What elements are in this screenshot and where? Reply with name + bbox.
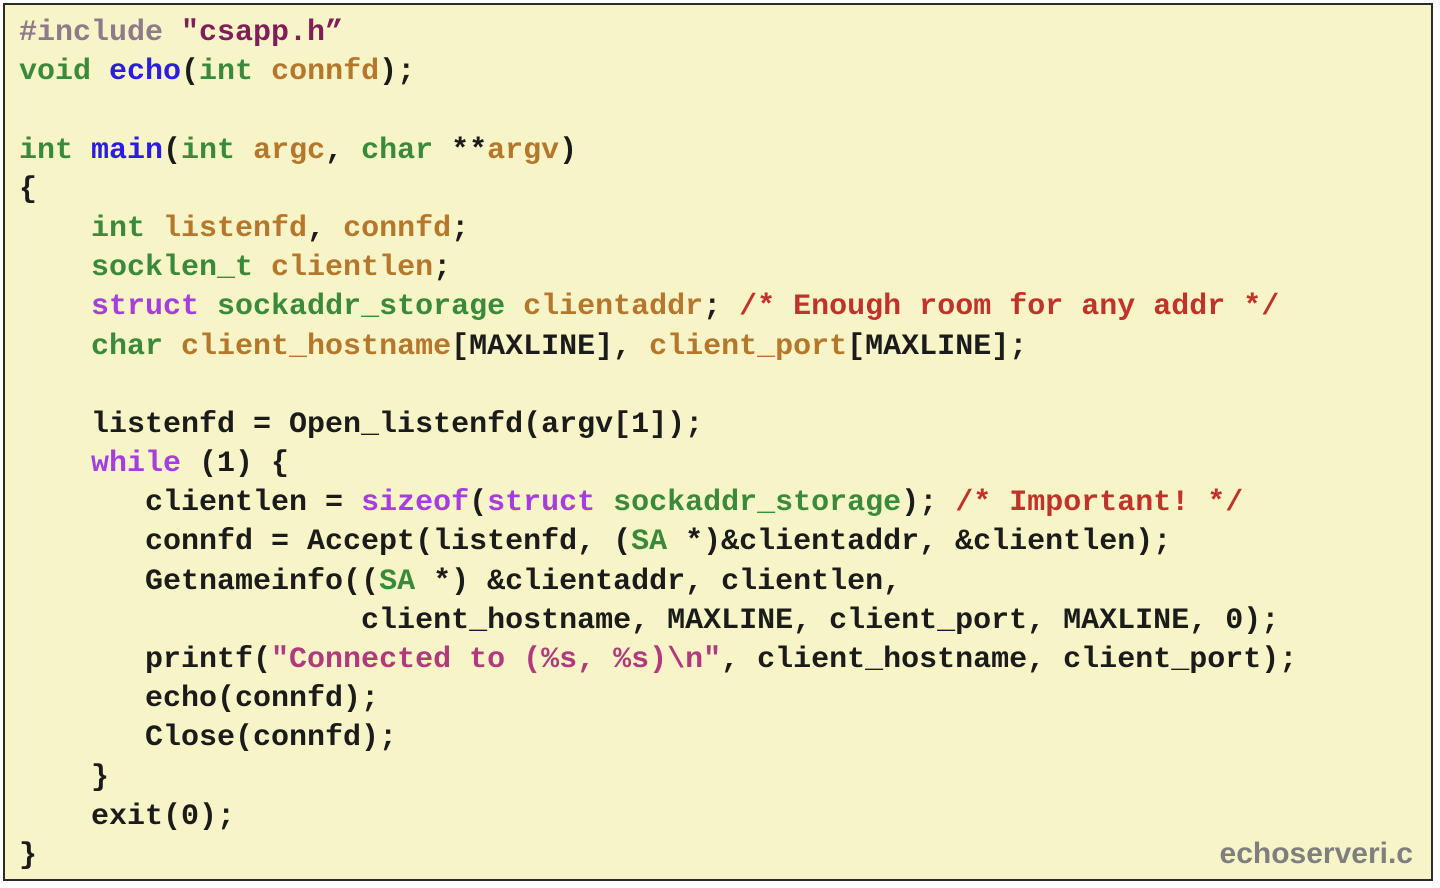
code-token: struct	[487, 486, 614, 521]
code-token: (	[469, 486, 488, 521]
code-token: (	[163, 133, 182, 168]
code-token: connfd	[343, 211, 452, 246]
code-line: char client_hostname[MAXLINE], client_po…	[19, 328, 1297, 367]
code-token: , client_hostname, client_port);	[721, 643, 1298, 677]
code-token: connfd = Accept(listenfd, (	[19, 525, 632, 560]
code-line: socklen_t clientlen;	[19, 249, 1297, 288]
code-token: clientaddr	[523, 290, 704, 325]
code-token: char	[91, 329, 182, 364]
code-token: "Connected to (%s, %s)\n"	[271, 643, 722, 677]
code-line: clientlen = sizeof(struct sockaddr_stora…	[19, 484, 1297, 523]
code-line: {	[19, 171, 1297, 210]
code-token: clientlen	[271, 251, 434, 286]
code-token: );	[379, 55, 416, 90]
code-line: connfd = Accept(listenfd, (SA *)&clienta…	[19, 523, 1297, 562]
code-token: ,	[307, 211, 344, 246]
code-token: argc	[253, 133, 326, 168]
code-token: client_hostname, MAXLINE, client_port, M…	[19, 603, 1280, 638]
code-token: char	[361, 133, 452, 168]
code-token: while	[91, 447, 200, 482]
code-line: printf("Connected to (%s, %s)\n", client…	[19, 641, 1297, 680]
code-token: int	[91, 211, 164, 246]
code-token: connfd	[271, 55, 380, 90]
code-line: Close(connfd);	[19, 719, 1297, 758]
code-line: echo(connfd);	[19, 680, 1297, 719]
code-token: listenfd = Open_listenfd(argv[1]);	[19, 407, 704, 442]
code-line: client_hostname, MAXLINE, client_port, M…	[19, 602, 1297, 641]
code-token: clientlen =	[19, 486, 362, 521]
code-token: argv	[487, 133, 560, 168]
code-token: int	[181, 133, 254, 168]
code-token: )	[559, 133, 578, 168]
code-token: sockaddr_storage	[613, 486, 902, 521]
code-line	[19, 92, 1297, 131]
code-line: listenfd = Open_listenfd(argv[1]);	[19, 406, 1297, 445]
code-token: int	[199, 55, 272, 90]
code-line: Getnameinfo((SA *) &clientaddr, clientle…	[19, 563, 1297, 602]
code-token: }	[19, 760, 110, 795]
code-token: [MAXLINE],	[451, 329, 650, 364]
code-token: #include	[19, 16, 182, 50]
code-token	[19, 212, 91, 246]
code-line: while (1) {	[19, 445, 1297, 484]
code-token: int	[19, 133, 92, 168]
code-token: [MAXLINE];	[847, 329, 1028, 364]
code-line: }	[19, 837, 1297, 876]
code-panel: #include "csapp.h”void echo(int connfd);…	[3, 3, 1433, 881]
code-token: sizeof	[361, 486, 470, 521]
code-token: SA	[631, 525, 668, 560]
code-line: int listenfd, connfd;	[19, 210, 1297, 249]
code-token	[19, 251, 91, 285]
code-block: #include "csapp.h”void echo(int connfd);…	[19, 14, 1297, 876]
code-token: /* Important! */	[955, 486, 1244, 521]
code-token: *) &clientaddr, clientlen,	[415, 564, 902, 599]
code-token	[19, 290, 91, 324]
file-label: echoserveri.c	[1219, 837, 1413, 870]
code-token: Getnameinfo((	[19, 564, 380, 599]
code-token: echo(connfd);	[19, 682, 380, 717]
code-token: main	[91, 133, 164, 168]
code-token: *)&clientaddr, &clientlen);	[667, 525, 1172, 560]
code-token: }	[19, 838, 38, 873]
code-token: socklen_t	[91, 251, 272, 286]
code-token: sockaddr_storage	[217, 290, 524, 325]
code-line	[19, 367, 1297, 406]
code-line: struct sockaddr_storage clientaddr; /* E…	[19, 288, 1297, 327]
code-line: #include "csapp.h”	[19, 14, 1297, 53]
code-token: ;	[703, 290, 740, 325]
code-token: client_hostname	[181, 329, 452, 364]
code-token: client_port	[649, 329, 848, 364]
code-line: exit(0);	[19, 798, 1297, 837]
code-token: struct	[91, 290, 218, 325]
code-line: }	[19, 759, 1297, 798]
code-token: printf(	[19, 643, 272, 677]
code-token: {	[19, 172, 38, 207]
code-token: ,	[325, 133, 362, 168]
code-token: void	[19, 55, 110, 90]
code-line: int main(int argc, char **argv)	[19, 132, 1297, 171]
code-token: exit(0);	[19, 799, 236, 834]
code-token: ;	[451, 211, 470, 246]
code-token: listenfd	[163, 211, 308, 246]
code-token: Close(connfd);	[19, 721, 398, 756]
code-token: **	[451, 133, 488, 168]
code-token	[19, 330, 91, 364]
code-token: SA	[379, 564, 416, 599]
code-line: void echo(int connfd);	[19, 53, 1297, 92]
code-token: (	[181, 55, 200, 90]
code-token: ;	[433, 251, 452, 286]
code-token: echo	[109, 55, 182, 90]
code-token: );	[901, 486, 956, 521]
code-token	[19, 447, 91, 481]
code-token: (1) {	[199, 447, 290, 482]
code-token: /* Enough room for any addr */	[739, 290, 1280, 325]
code-token: "csapp.h”	[181, 16, 344, 50]
